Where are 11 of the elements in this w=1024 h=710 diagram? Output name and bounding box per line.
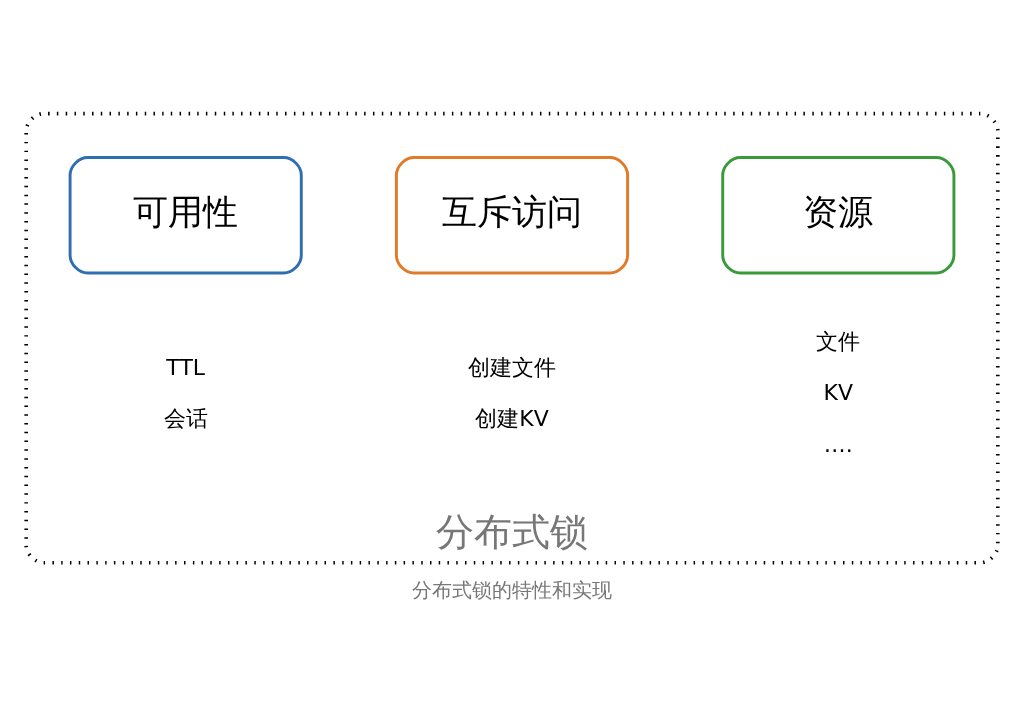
node-label: …. [823, 431, 853, 457]
caption: 分布式锁的特性和实现 [412, 577, 612, 602]
node-label: TTL [166, 354, 206, 380]
node-box: 互斥访问 [394, 156, 630, 275]
node-label: 创建KV [475, 405, 549, 431]
node-box: 可用性 [68, 156, 303, 275]
node-label: KV [823, 380, 854, 406]
node-label: 创建文件 [468, 354, 556, 380]
node-box: 资源 [721, 156, 956, 275]
node-label: 会话 [163, 405, 208, 431]
node-label: 文件 [816, 329, 861, 355]
